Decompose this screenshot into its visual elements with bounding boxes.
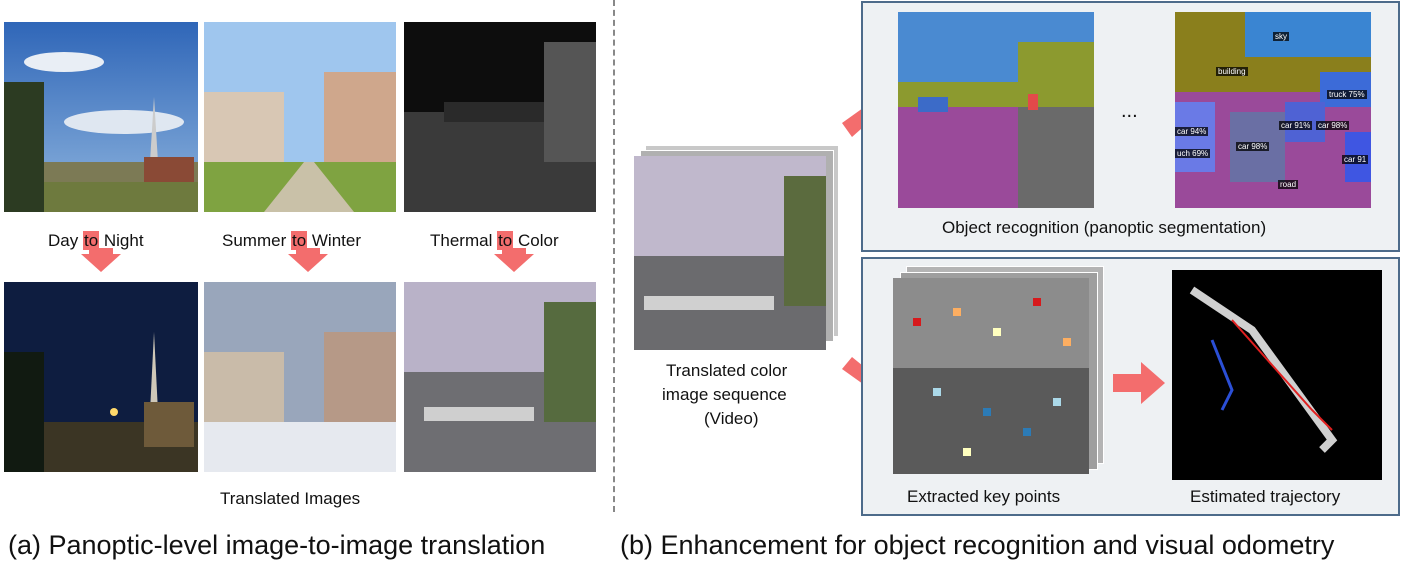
seg-label-truck: truck 75% (1327, 90, 1367, 99)
down-arrow-icon (494, 248, 534, 272)
ellipsis: ... (1121, 100, 1138, 122)
caption-a: (a) Panoptic-level image-to-image transl… (8, 530, 546, 560)
keypoints-image (893, 278, 1089, 474)
summer-to-winter-label: Summer to Winter (222, 231, 361, 250)
thermal-to-color-label: Thermal to Color (430, 231, 559, 250)
seg-label-sky: sky (1273, 32, 1289, 41)
translated-images-label: Translated Images (220, 489, 361, 508)
seg-label-building: building (1216, 67, 1248, 76)
caption-b: (b) Enhancement for object recognition a… (620, 530, 1335, 560)
trajectory-image (1172, 270, 1382, 480)
day-photo (4, 22, 198, 212)
seg-label-car-91: car 91% (1279, 121, 1313, 130)
summer-photo (204, 22, 396, 212)
day-to-night-label: Day to Night (48, 231, 144, 250)
night-photo (4, 282, 198, 472)
recognition-label: Object recognition (panoptic segmentatio… (942, 218, 1267, 237)
seg-label-car-98: car 98% (1236, 142, 1270, 151)
section-divider (613, 0, 615, 512)
seg-label-road: road (1278, 180, 1299, 189)
segmentation-image-1 (898, 12, 1094, 208)
sequence-label-line1: Translated color (666, 361, 788, 380)
segmentation-image-2: sky building truck 75% car 94% car 91% c… (1175, 12, 1371, 208)
keypoints-label: Extracted key points (907, 487, 1061, 506)
seg-label-car-98-right: car 98% (1316, 121, 1350, 130)
thermal-photo (404, 22, 596, 212)
video-frame-front (634, 156, 826, 350)
trajectory-label: Estimated trajectory (1190, 487, 1341, 506)
down-arrow-icon (288, 248, 328, 272)
down-arrow-icon (81, 248, 121, 272)
translated-color-photo (404, 282, 596, 472)
sequence-label-line3: (Video) (704, 409, 759, 428)
arrow-to-trajectory-icon (1113, 362, 1165, 404)
seg-label-car-94: car 94% (1175, 127, 1209, 136)
seg-label-car-91-edge: car 91 (1342, 155, 1369, 164)
winter-photo (204, 282, 396, 472)
sequence-label-line2: image sequence (662, 385, 787, 404)
seg-label-truck-69: uch 69% (1175, 149, 1211, 158)
